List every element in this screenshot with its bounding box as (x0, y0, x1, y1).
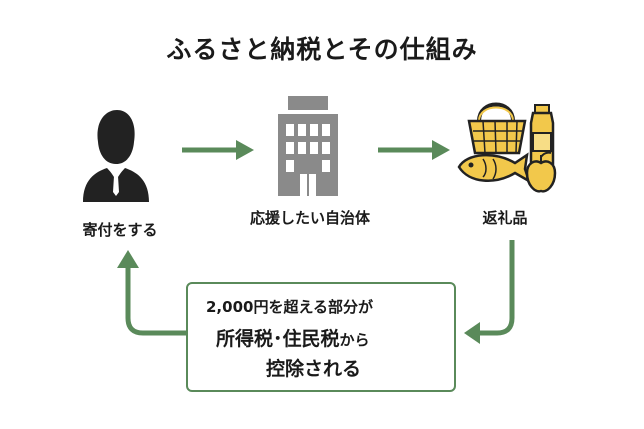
deduction-line-3: 控除される (266, 358, 362, 380)
deduction-line-2: 所得税･住民税から (216, 324, 370, 351)
person-icon (83, 110, 149, 202)
arrow-deduction-to-donor (125, 266, 186, 336)
tax-types-suffix: から (339, 331, 370, 349)
gifts-icon (457, 102, 557, 193)
step-label-municipality: 応援したい自治体 (249, 209, 370, 227)
arrow-gift-to-deduction (478, 240, 515, 336)
deduction-line-1: 2,000円を超える部分が (206, 298, 373, 316)
step-label-gift: 返礼品 (482, 209, 528, 227)
diagram-title: ふるさと納税とその仕組み (166, 35, 478, 64)
step-label-donate: 寄付をする (82, 221, 158, 239)
tax-types: 所得税･住民税 (216, 328, 340, 350)
building-icon (278, 96, 338, 196)
deduction-box: 2,000円を超える部分が 所得税･住民税から 控除される (186, 282, 456, 392)
